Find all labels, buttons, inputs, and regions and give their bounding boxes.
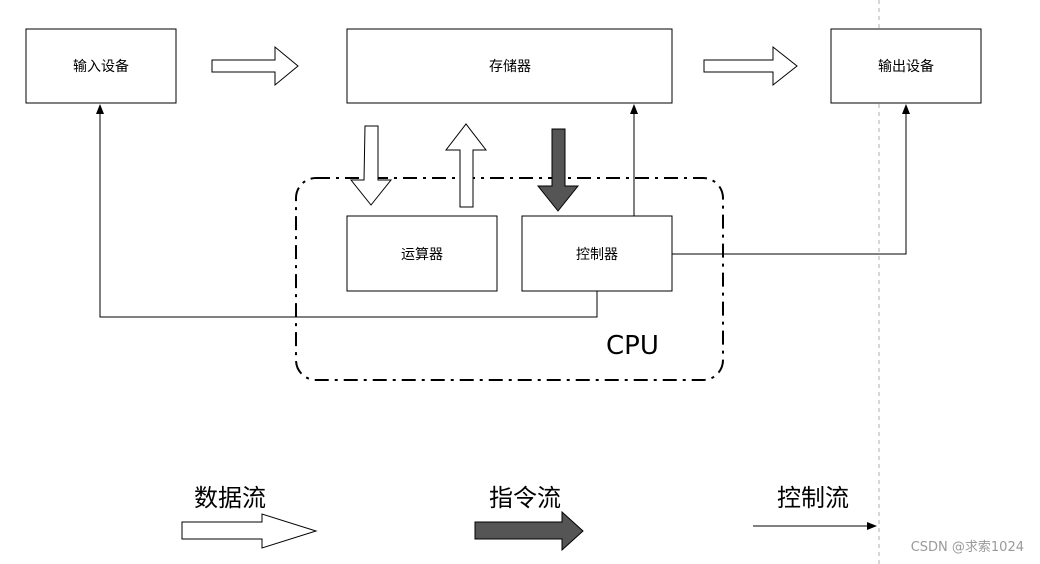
instruction-arrow-memory-to-controller bbox=[536, 128, 580, 212]
cpu-label: CPU bbox=[606, 331, 659, 361]
legend-data-flow-arrow bbox=[181, 513, 318, 549]
memory-box: 存储器 bbox=[346, 28, 673, 104]
data-arrow-alu-to-memory bbox=[444, 123, 488, 208]
control-line-controller-to-input bbox=[96, 104, 598, 318]
legend-control-flow-label: 控制流 bbox=[777, 484, 849, 512]
input-device-box: 输入设备 bbox=[25, 28, 177, 104]
input-device-label: 输入设备 bbox=[73, 58, 129, 75]
data-arrow-memory-to-output bbox=[703, 45, 798, 87]
legend-instruction-flow-arrow bbox=[474, 510, 584, 552]
memory-label: 存储器 bbox=[489, 59, 531, 75]
data-arrow-input-to-memory bbox=[211, 45, 299, 87]
cpu-region bbox=[295, 177, 724, 381]
output-device-label: 输出设备 bbox=[878, 58, 934, 75]
data-arrow-memory-to-alu bbox=[349, 125, 393, 206]
output-device-box: 输出设备 bbox=[830, 28, 982, 104]
alu-label: 运算器 bbox=[401, 247, 443, 263]
controller-box: 控制器 bbox=[521, 215, 673, 292]
controller-label: 控制器 bbox=[576, 247, 618, 263]
legend-instruction-flow-label: 指令流 bbox=[489, 484, 561, 512]
legend-data-flow-label: 数据流 bbox=[194, 484, 266, 512]
alu-box: 运算器 bbox=[346, 215, 498, 292]
control-line-controller-to-output bbox=[672, 104, 910, 255]
watermark-text: CSDN @求索1024 bbox=[911, 540, 1024, 555]
